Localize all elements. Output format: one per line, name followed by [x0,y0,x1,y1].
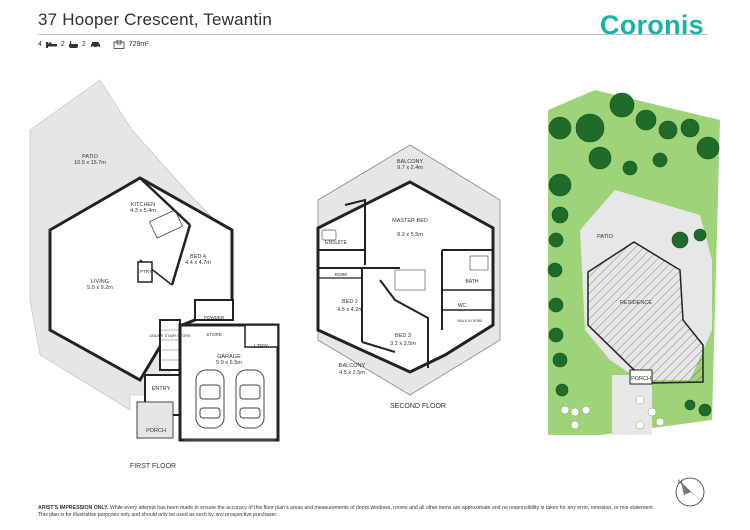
car-count: 2 [81,40,86,48]
disclaimer-body: While every attempt has been made to ens… [38,505,655,518]
land-area-icon [113,39,125,49]
disclaimer-text: ARIST'S IMPRESSION ONLY. While every att… [38,505,658,519]
site-residence [587,241,704,384]
second-floor-caption: SECOND FLOOR [390,403,446,410]
room-label-porch: PORCH [146,428,166,434]
room-size-bed2: 4.5 x 4.2m [337,307,363,313]
bath-icon [68,40,78,48]
land-area: 729m² [128,40,149,48]
room-label-garage: GARAGE [217,354,241,360]
room-label-under-stair-store: UNDER STAIR STORE [149,333,191,338]
room-label-walk-in-robe: WALK-IN ROBE [457,319,483,323]
site-plan [547,90,720,435]
site-label-porch: PORCH [631,376,651,382]
room-size-kitchen: 4.3 x 5.4m [130,208,156,214]
second-floor-plan [316,144,501,396]
room-label-bath: BATH [466,279,479,285]
room-label-laundry: L'DRY [254,344,269,350]
disclaimer-lead: ARIST'S IMPRESSION ONLY. [38,505,109,511]
room-label-store: STORE [206,332,221,337]
room-label-wc: WC [458,303,467,309]
bed-count: 4 [38,40,42,48]
first-floor-caption: FIRST FLOOR [130,463,176,470]
room-size-bed3: 3.2 x 3.5m [390,341,416,347]
room-label-ensuite: ENSUITE [325,240,347,246]
room-label-robe: ROBE [335,272,348,277]
car-icon [90,41,100,48]
room-label-bed3: BED 3 [395,333,411,339]
room-label-patio: PATIO [82,154,98,160]
room-label-living: LIVING [91,279,109,285]
brand-logo: Coronis [599,10,704,40]
room-label-master-bed: MASTER BED [392,218,428,224]
room-label-bed2: BED 2 [342,299,358,305]
room-size-garage: 5.9 x 6.5m [216,360,242,366]
room-label-bed4: BED 4 [190,254,206,260]
room-label-powder: POWDER [204,315,225,320]
room-size-balcony-top: 9.7 x 2.4m [397,165,423,171]
room-size-master-bed: 8.2 x 5.5m [397,232,423,238]
north-compass-icon: N [675,477,705,507]
room-size-patio: 10.5 x 15.7m [74,160,106,166]
room-label-balcony-bottom: BALCONY [339,363,366,369]
property-address: 37 Hooper Crescent, Tewantin [38,10,272,29]
room-size-balcony-bottom: 4.5 x 2.5m [339,370,365,376]
room-label-entry: ENTRY [152,386,171,392]
room-label-balcony-top: BALCONY [397,159,424,165]
bath-count: 2 [60,40,65,48]
room-label-pantry: PTRY [140,269,152,274]
site-label-patio: PATIO [597,234,613,240]
header-divider [38,34,708,35]
compass-label: N [678,480,682,486]
room-size-bed4: 4.4 x 4.7m [185,260,211,266]
bed-icon [45,41,57,48]
garage-car-1 [195,369,225,429]
room-size-living: 5.0 x 9.2m [87,285,113,291]
site-trees [547,92,720,417]
first-floor-plan [29,79,280,442]
site-label-residence: RESIDENCE [620,300,652,306]
garage-car-2 [235,369,265,429]
room-label-kitchen: KITCHEN [131,202,155,208]
property-stats: 4 2 2 729m² [38,38,149,50]
